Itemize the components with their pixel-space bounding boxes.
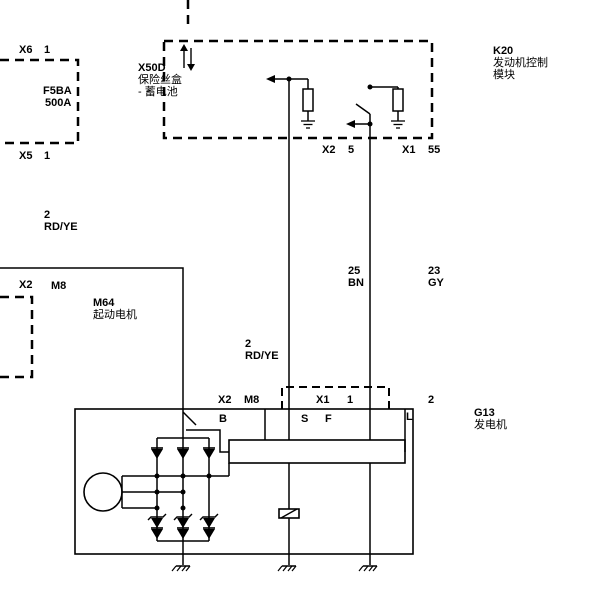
rectifier-bridge: [122, 411, 230, 565]
k20-module-box: [162, 0, 434, 140]
g13-conn-b: X1: [316, 394, 330, 406]
g13-id: G13: [474, 407, 495, 419]
f5ba-pin-top-conn: X6: [19, 44, 33, 56]
g13-terminal-b: B: [219, 413, 227, 425]
wire-k20-to-f-circuit: 25: [348, 265, 361, 277]
g13-pin-c: 2: [428, 394, 435, 406]
m64-id: M64: [93, 297, 115, 309]
g13-conn-a: X2: [218, 394, 232, 406]
g13-pin-b: 1: [347, 394, 354, 406]
field-coil: [278, 463, 371, 565]
x50d-id: X50D: [138, 62, 166, 74]
m64-desc: 起动电机: [93, 309, 137, 321]
wire-battery-to-b: [0, 267, 184, 412]
g13-terminal-s: S: [301, 413, 309, 425]
wire-k20-to-l-circuit: 23: [428, 265, 441, 277]
wire-left-upper-circuit: 2: [44, 209, 51, 221]
f5ba-rating: 500A: [45, 97, 72, 109]
wire-k20-to-f-color: BN: [348, 277, 364, 289]
x50d-desc-line2: - 蓄电池: [138, 86, 178, 98]
g13-terminal-f: F: [325, 413, 332, 425]
k20-id: K20: [493, 45, 514, 57]
m64-pin: M8: [51, 280, 67, 292]
wire-k20-to-l-color: GY: [428, 277, 444, 289]
k20-pin-a-no: 5: [348, 144, 355, 156]
f5ba-pin-bottom-conn: X5: [19, 150, 33, 162]
wire-left-upper-color: RD/YE: [44, 221, 78, 233]
alternator-stator-icon: [83, 472, 123, 512]
g13-pin-a: M8: [244, 394, 260, 406]
g13-terminal-l: L: [406, 411, 413, 423]
f5ba-name: F5BA: [43, 85, 72, 97]
wire-middle-color: RD/YE: [245, 350, 279, 362]
f5ba-pin-top-no: 1: [44, 44, 51, 56]
k20-pin-a-conn: X2: [322, 144, 336, 156]
k20-desc-line2: 模块: [493, 69, 515, 81]
m64-starter-box: [0, 295, 34, 379]
wire-middle-circuit: 2: [245, 338, 252, 350]
k20-pin-b-conn: X1: [402, 144, 416, 156]
k20-switch-branch: [346, 84, 406, 129]
f5ba-fuse-box: [0, 58, 80, 145]
k20-pin-b-no: 55: [428, 144, 441, 156]
x50d-desc-line1: 保险丝盒: [138, 74, 182, 86]
f5ba-pin-bottom-no: 1: [44, 150, 51, 162]
bidirectional-arrow-icon: [180, 44, 195, 71]
k20-resistor-left: [266, 75, 316, 129]
g13-generator-box: [74, 386, 414, 555]
ground-icon: [171, 565, 378, 572]
k20-desc-line1: 发动机控制: [493, 57, 548, 69]
voltage-regulator: [186, 409, 406, 464]
g13-desc: 发电机: [474, 419, 507, 431]
m64-conn: X2: [19, 279, 33, 291]
